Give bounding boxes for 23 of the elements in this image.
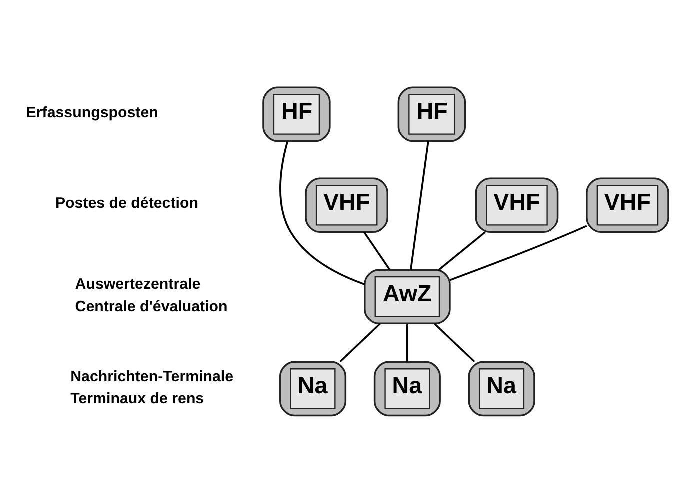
connector bbox=[364, 231, 391, 270]
connector bbox=[340, 322, 381, 362]
label: Centrale d'évaluation bbox=[75, 298, 228, 315]
node-box: Na bbox=[280, 360, 347, 416]
node-box: VHF bbox=[586, 177, 670, 233]
label: Nachrichten-Terminale bbox=[70, 368, 234, 385]
node-box: Na bbox=[374, 360, 441, 416]
node-box: HF bbox=[398, 86, 466, 142]
node-box: HF bbox=[262, 86, 331, 142]
label: Auswertezentrale bbox=[75, 276, 201, 293]
node-box: VHF bbox=[305, 177, 388, 233]
label: Postes de détection bbox=[55, 194, 198, 212]
connector bbox=[280, 140, 366, 285]
node-box: AwZ bbox=[364, 268, 451, 324]
label: Terminaux de rens bbox=[70, 390, 204, 407]
connector bbox=[434, 322, 476, 362]
connector bbox=[406, 324, 408, 362]
node-box: VHF bbox=[475, 177, 559, 233]
label: Erfassungsposten bbox=[26, 104, 158, 121]
connector bbox=[450, 224, 588, 281]
connector bbox=[438, 231, 486, 270]
node-box: Na bbox=[468, 360, 536, 416]
connector bbox=[410, 140, 430, 270]
